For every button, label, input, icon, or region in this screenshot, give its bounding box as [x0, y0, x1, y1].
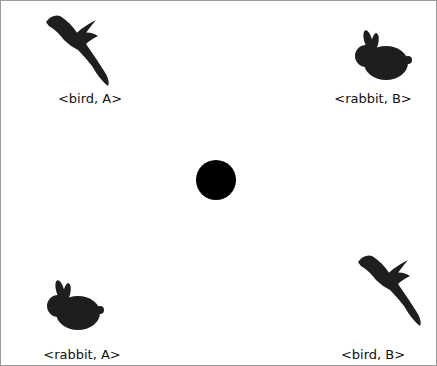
bird-silhouette [46, 16, 109, 86]
condition-label: <bird, B> [313, 347, 433, 363]
condition-label: <rabbit, A> [22, 347, 142, 363]
fixation-dot [196, 160, 236, 200]
rabbit-silhouette [47, 279, 104, 330]
condition-label: <rabbit, B> [313, 91, 433, 107]
bird-silhouette [358, 256, 421, 326]
condition-label: <bird, A> [30, 91, 150, 107]
rabbit-silhouette [355, 29, 412, 80]
